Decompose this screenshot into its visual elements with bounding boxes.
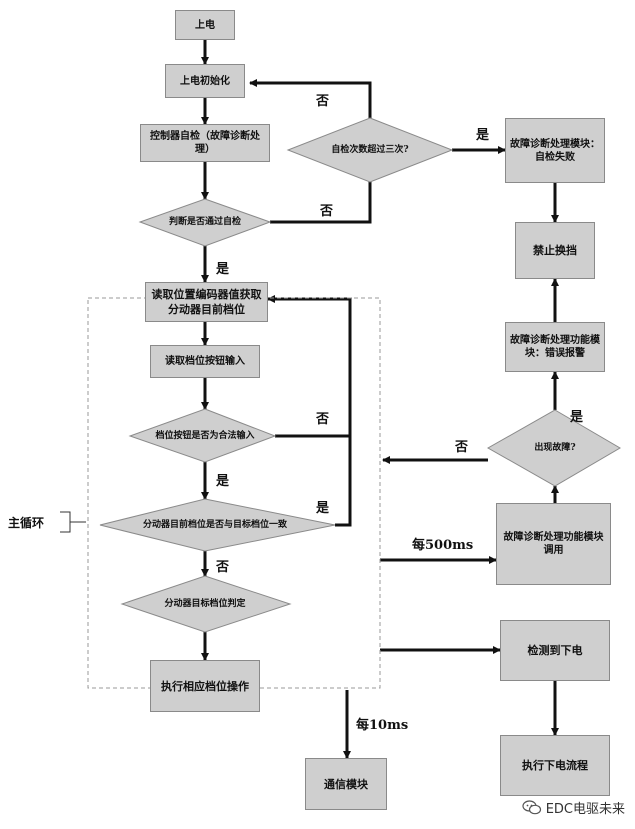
node-fault-self-check-fail: 故障诊断处理模块：自检失败 [505, 118, 605, 183]
label-every-10ms: 每10ms [356, 718, 409, 733]
node-fault-call: 故障诊断处理功能模块调用 [496, 503, 611, 585]
label-yes-button: 是 [216, 474, 230, 489]
node-self-check: 控制器自检（故障诊断处理） [140, 124, 270, 162]
label-no-passcheck: 否 [320, 204, 334, 219]
label-every-500ms: 每500ms [412, 538, 474, 553]
node-read-encoder: 读取位置编码器值获取分动器目前档位 [145, 282, 268, 322]
decision-target-gear [120, 575, 292, 633]
decision-self-check-count [286, 117, 454, 183]
node-detect-power-off: 检测到下电 [500, 620, 610, 681]
decision-passed-self-check [138, 198, 272, 247]
label-yes-pass: 是 [216, 262, 230, 277]
node-forbid-shift: 禁止换挡 [515, 222, 595, 279]
node-execute-shift: 执行相应档位操作 [150, 660, 260, 712]
node-fault-error-alarm: 故障诊断处理功能模块：错误报警 [505, 322, 605, 372]
watermark-text: EDC电驱未来 [545, 802, 625, 817]
decision-passed-self-check-text: 判断是否通过自检 [168, 216, 241, 227]
decision-button-valid-text: 档位按钮是否为合法输入 [155, 430, 255, 441]
decision-target-gear-text: 分动器目标档位判定 [164, 598, 246, 609]
label-no-fault: 否 [455, 440, 469, 455]
label-main-loop: 主循环 [8, 516, 45, 530]
node-comm-module: 通信模块 [305, 758, 387, 810]
label-no-retry: 否 [316, 94, 330, 109]
decision-gear-match [99, 498, 336, 552]
label-yes-fault: 是 [570, 410, 584, 425]
node-read-buttons: 读取档位按钮输入 [150, 345, 260, 378]
node-power-on-init: 上电初始化 [165, 64, 245, 98]
wechat-icon [522, 800, 541, 815]
decision-button-valid [128, 408, 277, 463]
label-no-gear: 否 [216, 560, 230, 575]
node-power-on: 上电 [175, 10, 235, 40]
label-yes-gear: 是 [316, 501, 330, 516]
label-yes-fail: 是 [476, 128, 490, 143]
decision-fault-occurred [486, 409, 621, 487]
node-power-off-flow: 执行下电流程 [500, 735, 610, 796]
decision-self-check-count-text: 自检次数超过三次? [331, 144, 409, 155]
watermark: EDC电驱未来 [522, 798, 625, 817]
label-no-button: 否 [316, 412, 330, 427]
decision-gear-match-text: 分动器目前档位是否与目标档位一致 [142, 519, 287, 530]
decision-fault-occurred-text: 出现故障? [534, 442, 576, 453]
